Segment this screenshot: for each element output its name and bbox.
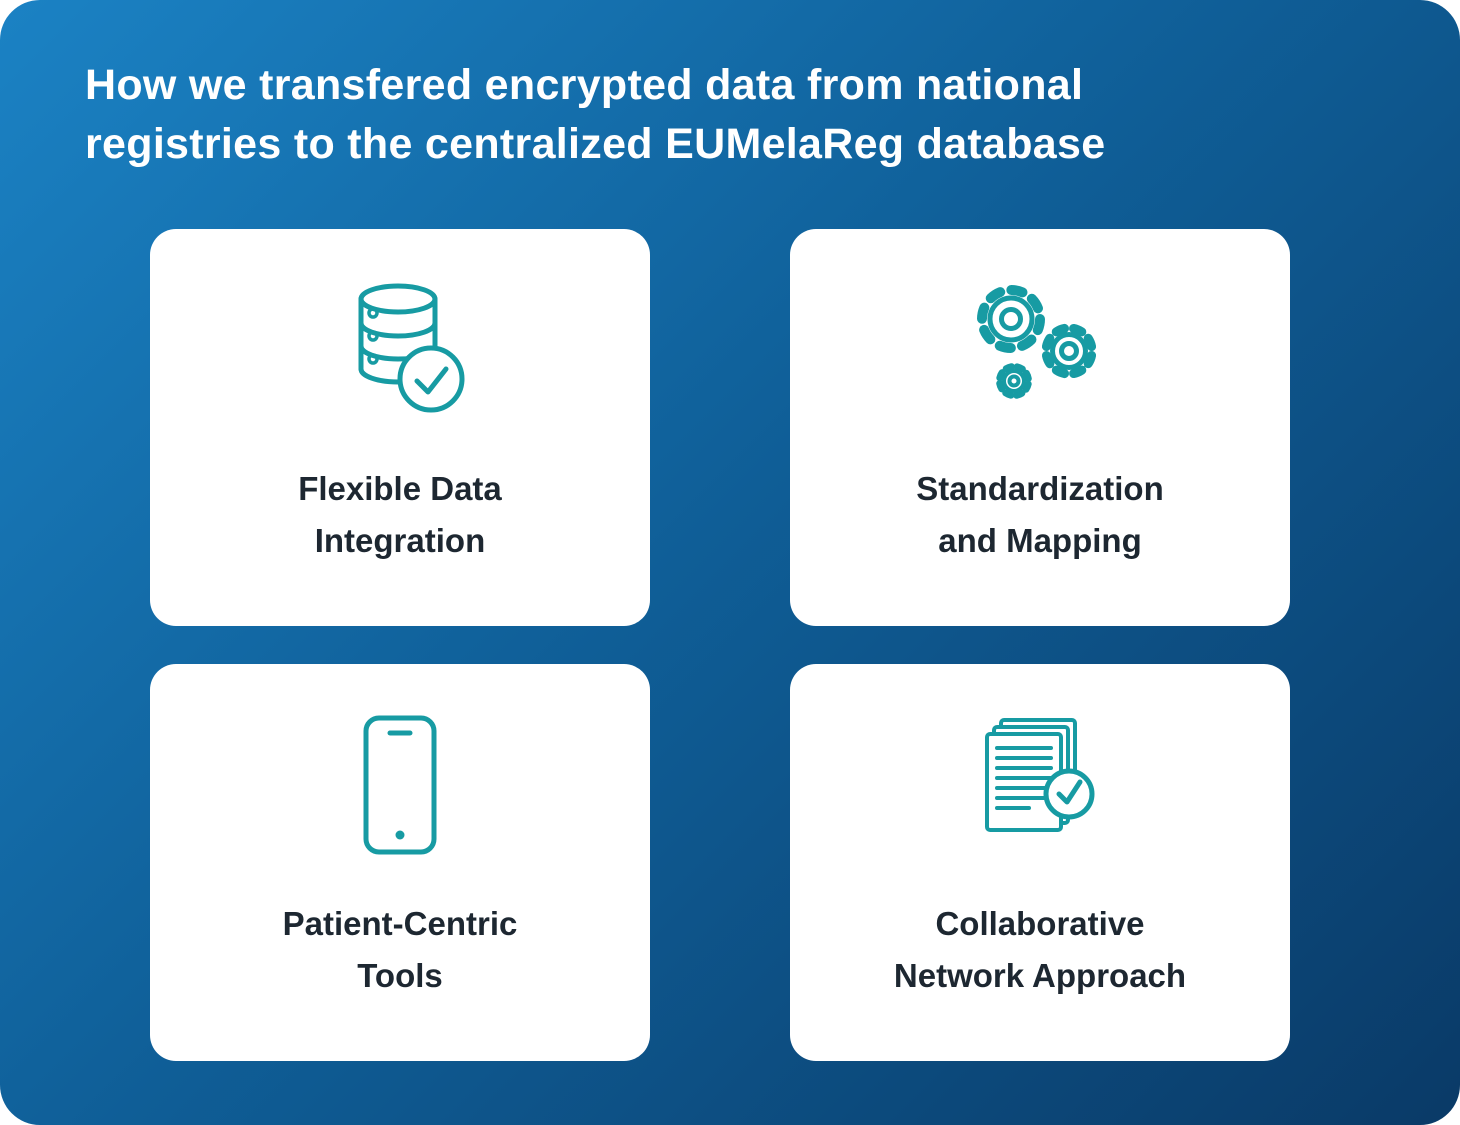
card-label: Flexible Data Integration: [298, 469, 502, 559]
cards-grid: Flexible Data Integration: [150, 228, 1460, 1061]
documents-check-icon: [965, 700, 1115, 870]
card-label: Standardization and Mapping: [916, 469, 1164, 559]
card-flexible-data-integration: Flexible Data Integration: [150, 228, 650, 626]
card-label: Patient-Centric Tools: [282, 904, 518, 994]
card-collaborative-network-approach: Collaborative Network Approach: [790, 663, 1290, 1061]
gears-icon: [965, 265, 1115, 435]
page-title: How we transfered encrypted data from na…: [85, 61, 1106, 169]
smartphone-icon: [325, 700, 475, 870]
card-patient-centric-tools: Patient-Centric Tools: [150, 663, 650, 1061]
card-label: Collaborative Network Approach: [893, 904, 1187, 994]
database-check-icon: [325, 265, 475, 435]
card-standardization-and-mapping: Standardization and Mapping: [790, 228, 1290, 626]
